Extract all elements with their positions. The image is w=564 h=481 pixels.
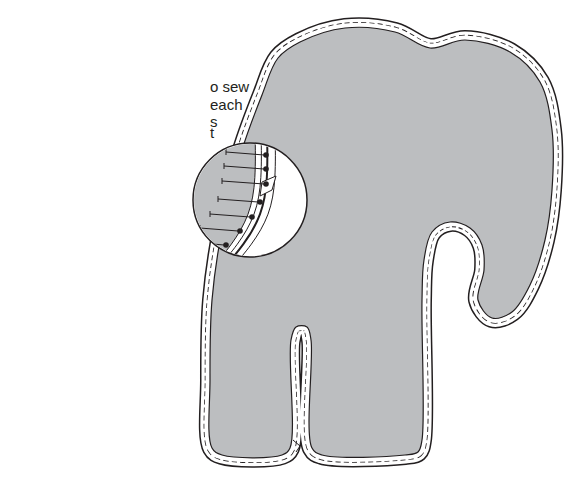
pin-head: [263, 166, 269, 172]
pin-point: [210, 211, 211, 217]
detail-inset: [180, 130, 307, 270]
instruction-text: each: [210, 96, 243, 113]
pin: [222, 181, 264, 184]
pin: [210, 214, 250, 217]
pin: [190, 242, 224, 245]
pin: [200, 228, 238, 231]
pin-head: [263, 181, 269, 187]
pin-head: [263, 152, 269, 158]
pin-head: [223, 242, 229, 248]
instruction-text: o sew: [210, 78, 249, 95]
pin-point: [224, 163, 225, 169]
turning-gap: [293, 440, 300, 452]
pin-point: [218, 196, 219, 202]
pin-head: [237, 228, 243, 234]
pin-head: [257, 199, 263, 205]
pin: [226, 152, 264, 155]
pin: [218, 199, 258, 202]
pin-point: [190, 239, 191, 245]
fabric-detail: [180, 130, 255, 270]
instruction-text: t: [210, 124, 214, 141]
pin-head: [249, 214, 255, 220]
pin: [224, 166, 264, 169]
folded-flap: [260, 176, 276, 196]
pin-point: [222, 178, 223, 184]
pin-point: [200, 225, 201, 231]
pin-point: [226, 149, 227, 155]
